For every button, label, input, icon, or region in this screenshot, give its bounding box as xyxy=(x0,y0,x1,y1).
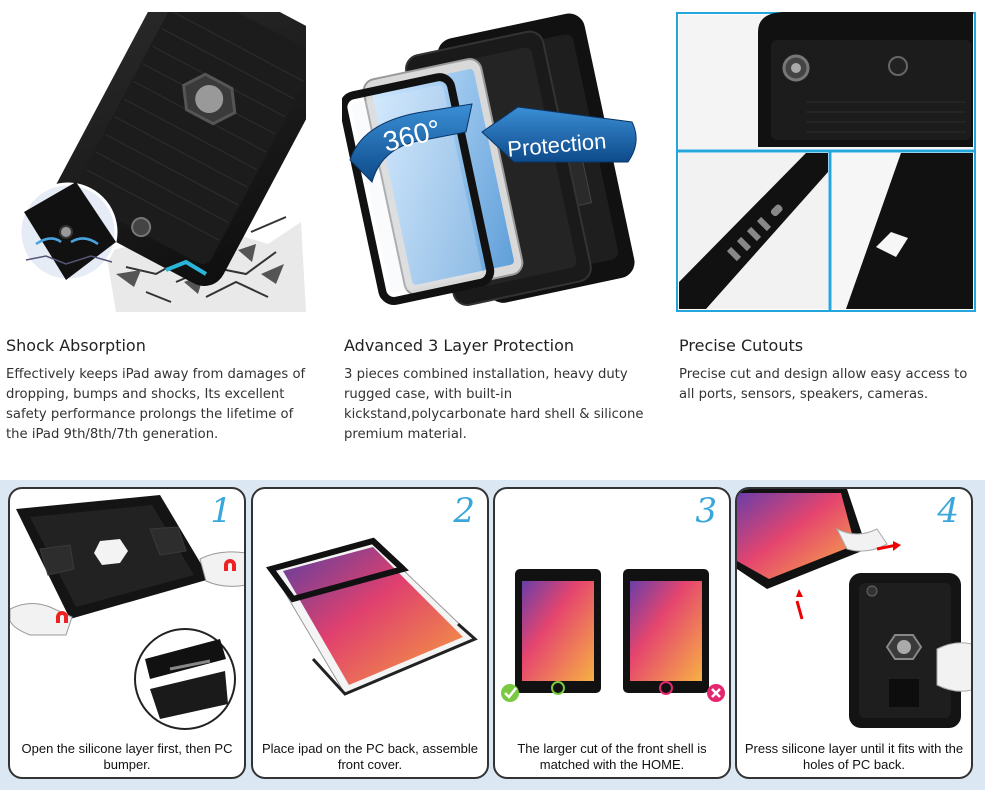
step-number: 3 xyxy=(695,491,717,531)
shock-case-illustration xyxy=(18,12,306,312)
step-caption: Press silicone layer until it fits with … xyxy=(744,741,964,772)
camera-cutout-panel xyxy=(679,12,973,149)
step-caption: The larger cut of the front shell is mat… xyxy=(517,741,707,772)
feature-title: Advanced 3 Layer Protection xyxy=(344,336,575,355)
side-cutout-panel xyxy=(832,153,973,309)
remove-silicone-illustration xyxy=(10,495,244,730)
layer-protection-image: 360° Protection xyxy=(342,12,642,312)
precise-cutouts-image xyxy=(676,12,976,312)
step-card-1: 1 Open the silicone layer first, then PC… xyxy=(8,487,246,779)
feature-description: Precise cut and design allow easy access… xyxy=(679,367,968,402)
step-card-3: 3 The larger cut of the front shell is m… xyxy=(493,487,731,779)
feature-shock-absorption: Shock Absorption Effectively keeps iPad … xyxy=(6,336,306,445)
match-home-illustration xyxy=(501,569,725,702)
feature-description: Effectively keeps iPad away from damages… xyxy=(6,367,306,442)
wrong-orientation-tablet xyxy=(623,569,725,702)
exploded-case-illustration: 360° Protection xyxy=(342,13,637,306)
step-card-4: 4 Press silicone layer until it fits wit… xyxy=(735,487,973,779)
shock-absorption-image xyxy=(6,12,306,312)
step-caption: Open the silicone layer first, then PC b… xyxy=(21,741,233,772)
feature-description: 3 pieces combined installation, heavy du… xyxy=(344,367,644,442)
feature-precise-cutouts: Precise Cutouts Precise cut and design a… xyxy=(679,336,979,405)
step-number: 2 xyxy=(453,491,475,531)
feature-title: Precise Cutouts xyxy=(679,336,804,355)
port-cutout-panel xyxy=(679,153,828,309)
step-card-2: 2 Place ipad on the PC back, assemble fr… xyxy=(251,487,489,779)
correct-orientation-tablet xyxy=(501,569,601,702)
step-caption: Place ipad on the PC back, assemble fron… xyxy=(261,741,479,772)
step-number: 4 xyxy=(937,491,959,531)
cutouts-collage xyxy=(676,12,976,312)
place-ipad-illustration xyxy=(266,537,478,696)
step-number: 1 xyxy=(210,491,232,531)
feature-title: Shock Absorption xyxy=(6,336,146,355)
feature-layer-protection: Advanced 3 Layer Protection 3 pieces com… xyxy=(344,336,644,445)
press-silicone-illustration xyxy=(737,489,971,728)
